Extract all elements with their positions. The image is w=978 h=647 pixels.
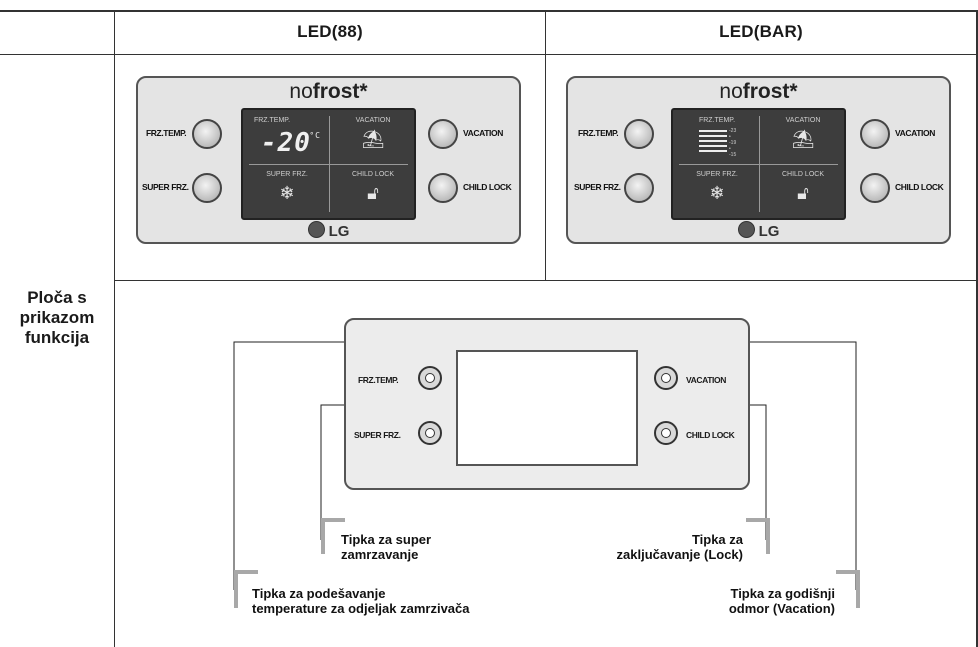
btn-label-super-frz: SUPER FRZ. bbox=[142, 182, 189, 192]
diagram-label-super-frz: SUPER FRZ. bbox=[354, 430, 401, 440]
btn-label-child-lock: CHILD LOCK bbox=[895, 182, 944, 192]
row-label-line-3: funkcija bbox=[24, 328, 90, 347]
lg-logo-icon bbox=[307, 221, 325, 238]
padlock-icon: 🔓︎ bbox=[367, 183, 379, 203]
display-cell-super-frz: SUPER FRZ. ❄ bbox=[245, 166, 329, 218]
btn-label-vacation: VACATION bbox=[895, 128, 935, 138]
column-header-led88: LED(88) bbox=[297, 22, 363, 41]
child-lock-button[interactable] bbox=[860, 173, 890, 203]
diagram-child-lock-button[interactable] bbox=[654, 421, 678, 445]
diagram-label-child-lock: CHILD LOCK bbox=[686, 430, 735, 440]
temperature-readout: -20°C bbox=[261, 128, 321, 158]
frz-temp-button[interactable] bbox=[192, 119, 222, 149]
callout-bracket-temp bbox=[234, 570, 258, 608]
display-cell-frz-temp: FRZ.TEMP. -23•-19•-15 bbox=[698, 117, 737, 158]
ledbar-panel: nofrost* FRZ.TEMP. SUPER FRZ. VACATION C… bbox=[566, 76, 951, 244]
diagram-label-vacation: VACATION bbox=[686, 375, 726, 385]
beach-umbrella-icon: ⛱ bbox=[791, 129, 815, 149]
callout-bracket-lock bbox=[746, 518, 770, 554]
nofrost-logo: nofrost* bbox=[289, 80, 368, 103]
display-cell-child-lock: CHILD LOCK 🔓︎ bbox=[331, 166, 415, 218]
beach-umbrella-icon: ⛱ bbox=[361, 129, 385, 149]
super-frz-button[interactable] bbox=[192, 173, 222, 203]
super-frz-button[interactable] bbox=[624, 173, 654, 203]
btn-label-super-frz: SUPER FRZ. bbox=[574, 182, 621, 192]
diagram-vacation-button[interactable] bbox=[654, 366, 678, 390]
middle-column-border bbox=[545, 10, 546, 280]
lg-logo: LG bbox=[568, 221, 949, 240]
led88-display: FRZ.TEMP. -20°C VACATION ⛱ SUPER FRZ. ❄ … bbox=[241, 108, 416, 220]
display-cell-frz-temp: FRZ.TEMP. -20°C bbox=[253, 117, 321, 158]
diagram-frz-temp-button[interactable] bbox=[418, 366, 442, 390]
btn-label-vacation: VACATION bbox=[463, 128, 503, 138]
row-label: Ploča s prikazom funkcija bbox=[0, 288, 114, 348]
vacation-button[interactable] bbox=[860, 119, 890, 149]
header-bottom-border bbox=[0, 54, 978, 55]
diagram-super-frz-button[interactable] bbox=[418, 421, 442, 445]
display-cell-vacation: VACATION ⛱ bbox=[761, 112, 845, 164]
lg-logo-icon bbox=[737, 221, 755, 238]
row-label-line-2: prikazom bbox=[19, 308, 95, 327]
temperature-bar-graph bbox=[699, 130, 727, 155]
table-top-border bbox=[0, 10, 978, 12]
btn-label-child-lock: CHILD LOCK bbox=[463, 182, 512, 192]
callout-bracket-super bbox=[321, 518, 345, 554]
display-window bbox=[456, 350, 638, 466]
btn-label-frz-temp: FRZ.TEMP. bbox=[146, 128, 187, 138]
row-divider bbox=[114, 280, 978, 281]
snowflake-icon: ❄ bbox=[709, 183, 725, 203]
display-cell-super-frz: SUPER FRZ. ❄ bbox=[675, 166, 759, 218]
led88-panel: nofrost* FRZ.TEMP. SUPER FRZ. VACATION C… bbox=[136, 76, 521, 244]
vacation-button[interactable] bbox=[428, 119, 458, 149]
left-column-border bbox=[114, 10, 115, 647]
bar-scale: -23•-19•-15 bbox=[729, 128, 737, 158]
btn-label-frz-temp: FRZ.TEMP. bbox=[578, 128, 619, 138]
row-label-line-1: Ploča s bbox=[27, 288, 87, 307]
snowflake-icon: ❄ bbox=[279, 183, 295, 203]
lg-logo: LG bbox=[138, 221, 519, 240]
ledbar-display: FRZ.TEMP. -23•-19•-15 VACATION ⛱ SUPER F… bbox=[671, 108, 846, 220]
column-header-ledbar: LED(BAR) bbox=[719, 22, 803, 41]
right-table-border bbox=[976, 10, 978, 647]
child-lock-button[interactable] bbox=[428, 173, 458, 203]
display-cell-child-lock: CHILD LOCK 🔓︎ bbox=[761, 166, 845, 218]
callout-bracket-vacation bbox=[836, 570, 860, 608]
padlock-icon: 🔓︎ bbox=[797, 183, 809, 203]
diagram-panel: FRZ.TEMP. SUPER FRZ. VACATION CHILD LOCK bbox=[344, 318, 750, 490]
frz-temp-button[interactable] bbox=[624, 119, 654, 149]
diagram-label-frz-temp: FRZ.TEMP. bbox=[358, 375, 399, 385]
display-cell-vacation: VACATION ⛱ bbox=[331, 112, 415, 164]
nofrost-logo: nofrost* bbox=[719, 80, 798, 103]
